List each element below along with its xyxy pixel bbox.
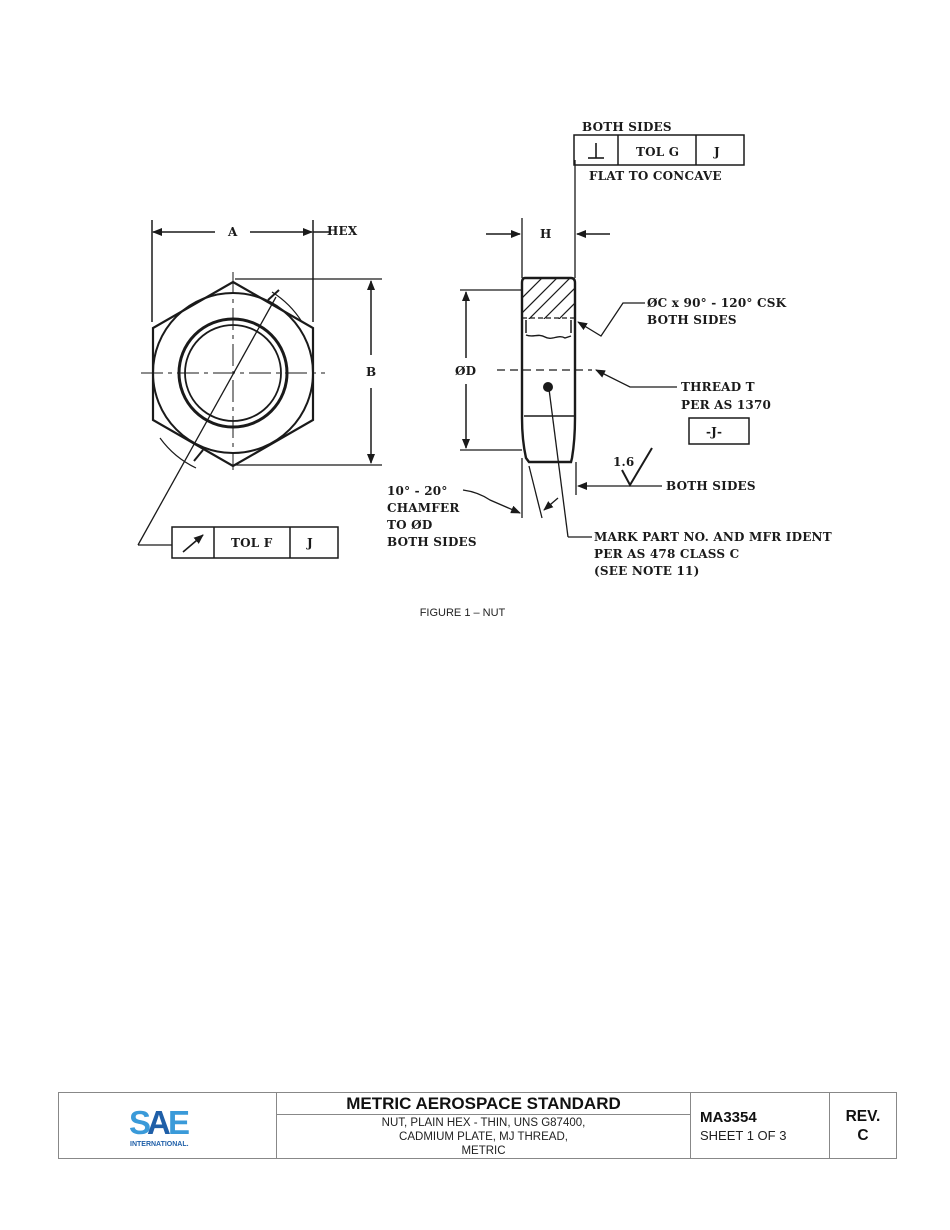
runout-datum: J [306, 536, 313, 550]
thread-note-line1: THREAD T [681, 380, 755, 394]
csk-note-line2: BOTH SIDES [647, 313, 737, 327]
datum-j-box: -J- [706, 425, 722, 439]
description-line3: METRIC [461, 1145, 506, 1157]
dim-b-label: B [366, 365, 376, 379]
perp-tolerance: TOL G [636, 145, 679, 159]
mark-note-line3: (SEE NOTE 11) [594, 564, 699, 578]
dim-d-label: ØD [455, 364, 476, 378]
surface-finish-value: 1.6 [613, 455, 634, 469]
title-block-description: METRIC AEROSPACE STANDARD NUT, PLAIN HEX… [277, 1093, 691, 1158]
svg-text:E: E [168, 1104, 190, 1141]
sae-logo: S A E INTERNATIONAL. [59, 1093, 277, 1158]
surface-finish-note: BOTH SIDES [666, 479, 756, 493]
sheet-number: SHEET 1 OF 3 [700, 1127, 787, 1143]
chamfer-note-line4: BOTH SIDES [387, 535, 477, 549]
description-line2: CADMIUM PLATE, MJ THREAD, [399, 1131, 568, 1143]
revision-label: REV. [845, 1107, 881, 1125]
side-view [460, 134, 750, 538]
mark-note-line2: PER AS 478 CLASS C [594, 547, 739, 561]
dim-h-label: H [540, 227, 552, 241]
csk-note-line1: ØC x 90° - 120° CSK [647, 296, 787, 310]
part-description: NUT, PLAIN HEX - THIN, UNS G87400, CADMI… [277, 1115, 690, 1158]
title-block: S A E INTERNATIONAL. METRIC AEROSPACE ST… [58, 1092, 897, 1159]
svg-text:A: A [147, 1104, 170, 1141]
document-number: MA3354 [700, 1108, 757, 1126]
thread-note-line2: PER AS 1370 [681, 398, 771, 412]
runout-tolerance: TOL F [231, 536, 273, 550]
hex-label: HEX [327, 224, 358, 238]
perp-header: BOTH SIDES [582, 120, 672, 134]
logo-subtext: INTERNATIONAL. [130, 1141, 189, 1148]
engineering-drawing: A HEX B TOL F J H ØD BOTH SIDES TOL G J … [137, 120, 832, 578]
chamfer-note-line3: TO ØD [387, 518, 432, 532]
chamfer-note-line1: 10° - 20° [387, 484, 448, 498]
standard-heading: METRIC AEROSPACE STANDARD [277, 1093, 690, 1115]
dim-a-label: A [227, 225, 238, 239]
chamfer-note-line2: CHAMFER [387, 501, 460, 515]
description-line1: NUT, PLAIN HEX - THIN, UNS G87400, [381, 1117, 586, 1129]
front-view [137, 220, 382, 559]
mark-note-line1: MARK PART NO. AND MFR IDENT [594, 530, 832, 544]
revision: REV. C [830, 1093, 896, 1158]
revision-value: C [857, 1126, 869, 1144]
perp-note: FLAT TO CONCAVE [589, 169, 722, 183]
document-id: MA3354 SHEET 1 OF 3 [691, 1093, 830, 1158]
perp-datum: J [713, 145, 720, 159]
figure-caption: FIGURE 1 – NUT [419, 607, 506, 619]
